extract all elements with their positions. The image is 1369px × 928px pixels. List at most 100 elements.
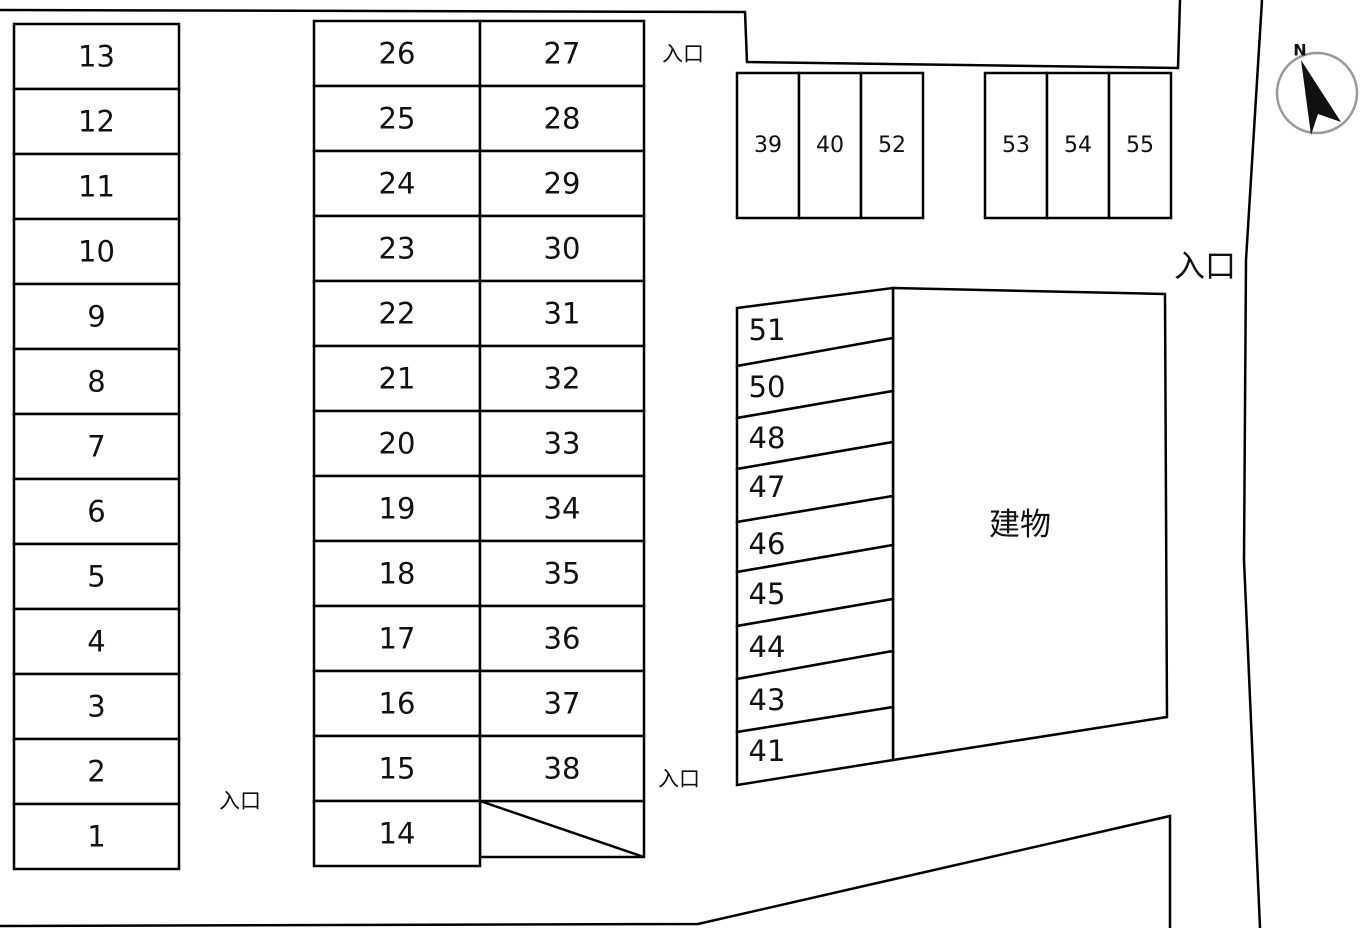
slot-12-label: 12 [78, 105, 115, 139]
slot-11-label: 11 [78, 170, 115, 204]
slot-27-label: 27 [544, 37, 581, 71]
slot-24-label: 24 [379, 167, 416, 201]
entrance-label-left: 入口 [219, 789, 261, 813]
slot-6-label: 6 [87, 495, 105, 529]
slot-24 [312, 149, 482, 218]
slot-5-label: 5 [87, 560, 105, 594]
parking-slots: 1312111098765432126252423222120191817161… [12, 19, 1173, 871]
slot-27 [478, 19, 646, 88]
slot-3 [12, 672, 181, 741]
road-edge-right [1242, 0, 1264, 928]
slot-31-label: 31 [544, 297, 581, 331]
slot-54 [1045, 71, 1111, 220]
slot-33-label: 33 [544, 427, 581, 461]
slot-5 [12, 542, 181, 611]
slot-10-label: 10 [78, 235, 115, 269]
slot-48-label: 48 [749, 421, 786, 455]
slot-35-label: 35 [544, 557, 581, 591]
slot-52 [859, 71, 925, 220]
slot-32 [478, 344, 646, 413]
slot-28 [478, 84, 646, 153]
slot-55-label: 55 [1126, 133, 1154, 158]
slot-7 [12, 412, 181, 481]
slot-52-label: 52 [878, 133, 906, 158]
slot-51-label: 51 [749, 313, 786, 347]
slot-47-label: 47 [749, 470, 786, 504]
building-label: 建物 [989, 507, 1051, 543]
slot-36 [478, 604, 646, 673]
slot-43-label: 43 [749, 683, 786, 717]
slot-17-label: 17 [379, 622, 416, 656]
slot-37 [478, 669, 646, 738]
slot-39 [735, 71, 801, 220]
entrance-label-right: 入口 [1174, 249, 1236, 285]
slot-41 [735, 705, 895, 787]
slot-26 [312, 19, 482, 88]
slot-2-label: 2 [87, 755, 105, 789]
slot-19 [312, 474, 482, 543]
slot-55 [1107, 71, 1173, 220]
site-boundary-bottom [0, 814, 1172, 928]
slot-34-label: 34 [544, 492, 581, 526]
compass-letter: N [1293, 41, 1306, 60]
slot-29-label: 29 [544, 167, 581, 201]
slot-16-label: 16 [379, 687, 416, 721]
slot-54-label: 54 [1064, 133, 1092, 158]
slot-17 [312, 604, 482, 673]
slot-44-label: 44 [749, 630, 786, 664]
slot-19-label: 19 [379, 492, 416, 526]
slot-9 [12, 282, 181, 351]
slot-18-label: 18 [379, 557, 416, 591]
slot-20-label: 20 [379, 427, 416, 461]
slot-13-label: 13 [78, 40, 115, 74]
entrance-label-top: 入口 [662, 42, 704, 66]
slot-14 [312, 799, 482, 868]
slot-10 [12, 217, 181, 286]
slot-37-label: 37 [544, 687, 581, 721]
slot-18 [312, 539, 482, 608]
slot-13 [12, 22, 181, 91]
slot-38 [478, 734, 646, 803]
slot-15-label: 15 [379, 752, 416, 786]
slot-29 [478, 149, 646, 218]
slot-26-label: 26 [379, 37, 416, 71]
slot-14-label: 14 [379, 817, 416, 851]
slot-41-label: 41 [749, 734, 786, 768]
north-arrow-icon: N [1275, 41, 1359, 135]
slot-45-label: 45 [749, 577, 786, 611]
slot-40-label: 40 [816, 133, 844, 158]
slot-25 [312, 84, 482, 153]
slot-53-label: 53 [1002, 133, 1030, 158]
slot-39-label: 39 [754, 133, 782, 158]
slot-9-label: 9 [87, 300, 105, 334]
slot-4-label: 4 [87, 625, 105, 659]
entrance-label-middle: 入口 [658, 767, 700, 791]
slot-31 [478, 279, 646, 348]
slot-30-label: 30 [544, 232, 581, 266]
slot-7-label: 7 [87, 430, 105, 464]
slot-32-label: 32 [544, 362, 581, 396]
slot-8 [12, 347, 181, 416]
slot-1 [12, 802, 181, 871]
slot-50-label: 50 [749, 370, 786, 404]
slot-6 [12, 477, 181, 546]
hatch-line [479, 799, 645, 859]
site-boundary-top [0, 0, 1182, 70]
slot-36-label: 36 [544, 622, 581, 656]
slot-25-label: 25 [379, 102, 416, 136]
slot-35 [478, 539, 646, 608]
slot-33 [478, 409, 646, 478]
slot-28-label: 28 [544, 102, 581, 136]
slot-23-label: 23 [379, 232, 416, 266]
slot-3-label: 3 [87, 690, 105, 724]
slot-21 [312, 344, 482, 413]
slot-8-label: 8 [87, 365, 105, 399]
slot-34 [478, 474, 646, 543]
slot-46-label: 46 [749, 527, 786, 561]
slot-1-label: 1 [87, 820, 105, 854]
slot-53 [983, 71, 1049, 220]
slot-2 [12, 737, 181, 806]
slot-38-label: 38 [544, 752, 581, 786]
slot-22-label: 22 [379, 297, 416, 331]
